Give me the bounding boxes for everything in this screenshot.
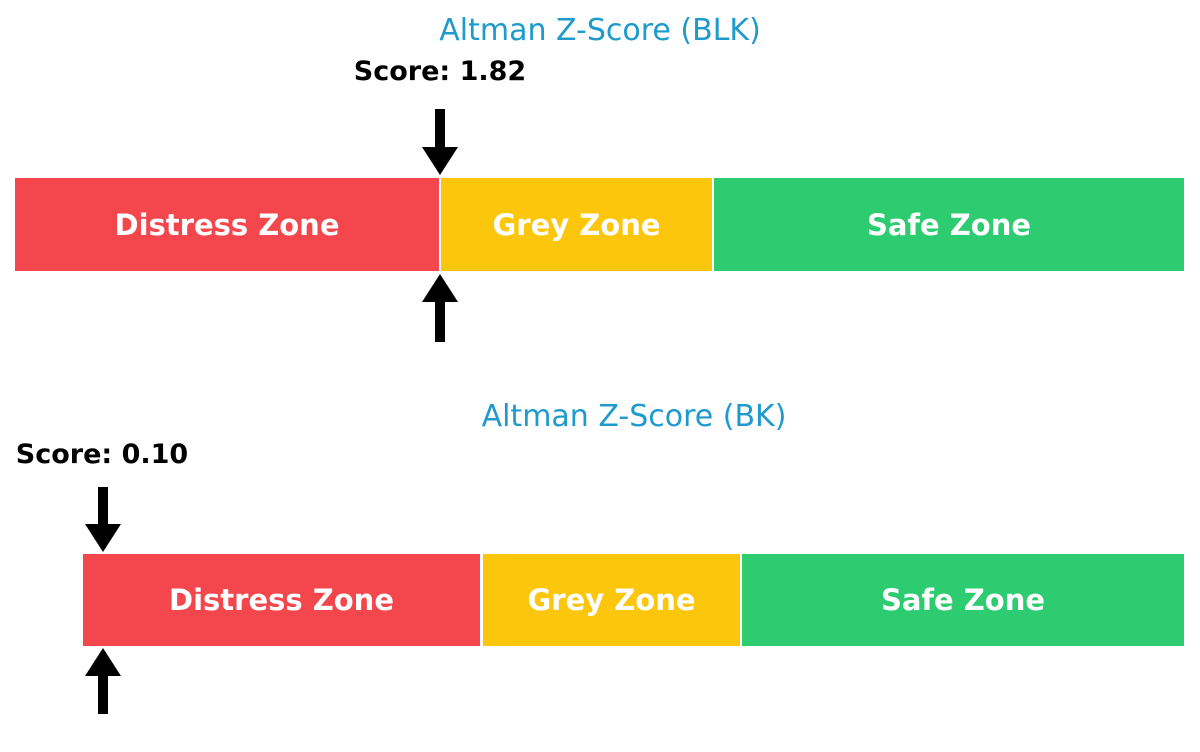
distress-zone-segment: Distress Zone	[15, 178, 439, 271]
distress-zone-segment: Distress Zone	[83, 554, 480, 646]
safe-zone-segment: Safe Zone	[742, 554, 1184, 646]
chart-title-bk: Altman Z-Score (BK)	[481, 399, 787, 434]
score-label-bk: Score: 0.10	[15, 439, 189, 470]
down-arrow-icon	[422, 109, 458, 175]
up-arrow-icon	[422, 274, 458, 342]
safe-zone-label: Safe Zone	[866, 207, 1032, 242]
zone-bar-bk: Distress Zone Grey Zone Safe Zone	[83, 554, 1184, 646]
chart-title-blk: Altman Z-Score (BLK)	[439, 13, 761, 48]
score-label-blk: Score: 1.82	[353, 56, 527, 87]
distress-zone-label: Distress Zone	[169, 583, 394, 617]
grey-zone-segment: Grey Zone	[483, 554, 740, 646]
down-arrow-icon	[85, 487, 121, 552]
grey-zone-label: Grey Zone	[527, 583, 696, 617]
grey-zone-segment: Grey Zone	[441, 178, 712, 271]
safe-zone-label: Safe Zone	[880, 583, 1046, 617]
zone-bar-blk: Distress Zone Grey Zone Safe Zone	[15, 178, 1184, 271]
up-arrow-icon	[85, 648, 121, 714]
distress-zone-label: Distress Zone	[114, 207, 340, 242]
grey-zone-label: Grey Zone	[492, 207, 661, 242]
safe-zone-segment: Safe Zone	[714, 178, 1184, 271]
